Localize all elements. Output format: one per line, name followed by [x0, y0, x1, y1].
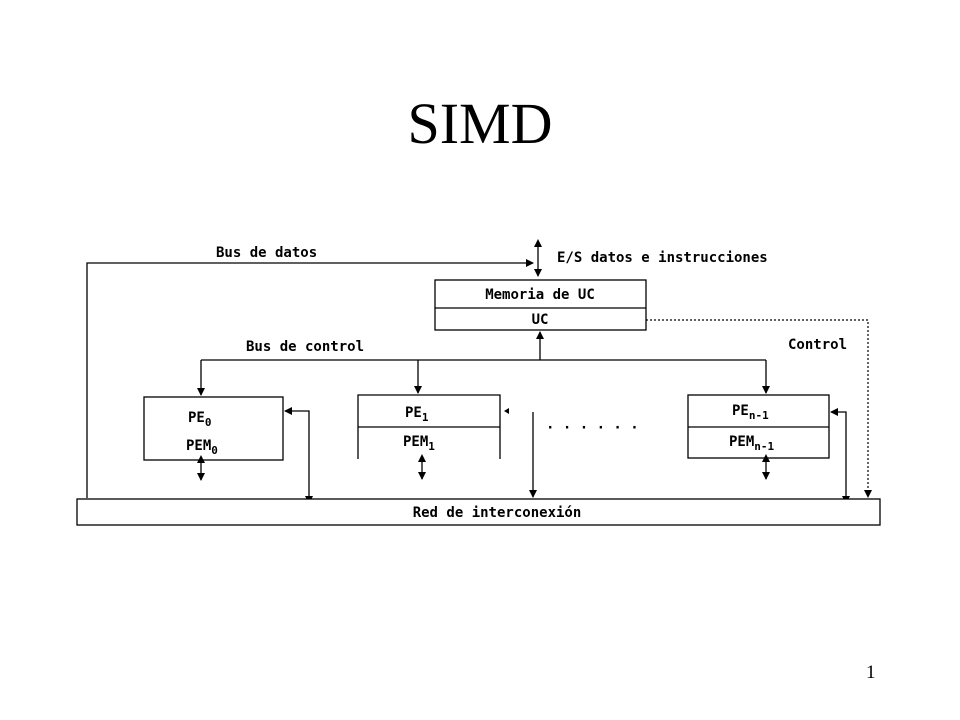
- data-bus-line: [86, 259, 534, 498]
- pe0-label: PE0: [188, 410, 211, 429]
- data-bus-label: Bus de datos: [216, 245, 317, 261]
- pe1-unit: [357, 394, 501, 459]
- pem1-label: PEM1: [403, 434, 435, 453]
- control-bus: [197, 331, 770, 396]
- interconnection-network-label: Red de interconexión: [413, 505, 582, 521]
- pe1-input-arrow-icon: [504, 408, 509, 414]
- cu-label: UC: [532, 312, 549, 328]
- interconnection-network-box: [76, 498, 881, 526]
- pe0-network-link: [284, 407, 313, 504]
- pe0-unit: PE0 PEM0: [143, 396, 284, 461]
- pem0-label: PEM0: [186, 438, 218, 457]
- control-label: Control: [788, 337, 847, 353]
- pen-network-link: [830, 408, 850, 504]
- pen-unit: [687, 394, 830, 459]
- page-number: 1: [866, 662, 876, 683]
- pemn-label: PEMn-1: [729, 434, 775, 453]
- pen-label: PEn-1: [732, 403, 769, 422]
- ellipsis-dots: · · · · · ·: [546, 420, 639, 436]
- cu-memory-box: [434, 279, 647, 331]
- control-line: [646, 319, 872, 498]
- io-label: E/S datos e instrucciones: [557, 250, 768, 266]
- pe1-label: PE1: [405, 405, 429, 424]
- control-bus-label: Bus de control: [246, 339, 364, 355]
- slide-title: SIMD: [407, 91, 553, 156]
- cu-memory-label: Memoria de UC: [485, 287, 595, 303]
